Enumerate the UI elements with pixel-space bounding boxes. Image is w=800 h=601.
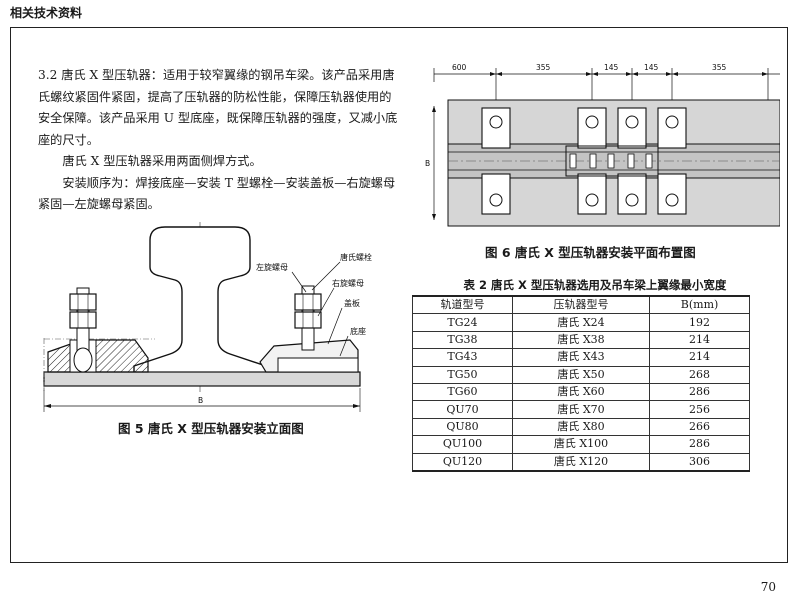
table-header-row: 轨道型号 压轨器型号 B(mm): [412, 295, 750, 315]
cell-clamp: 唐氏 X70: [511, 400, 651, 419]
cell-b: 214: [649, 330, 750, 350]
cell-rail: QU100: [412, 435, 513, 454]
cell-clamp: 唐氏 X24: [511, 313, 651, 332]
cell-rail: TG60: [412, 382, 513, 402]
body-text: 3.2 唐氏 X 型压轨器：适用于较窄翼缘的钢吊车梁。该产品采用唐氏螺纹紧固件紧…: [38, 65, 403, 216]
fig6-dim-2: 355: [536, 63, 551, 72]
table-caption: 表 2 唐氏 X 型压轨器选用及吊车梁上翼缘最小宽度: [463, 278, 727, 292]
fig6-dim-1: 600: [452, 63, 467, 72]
fig5-caption: 图 5 唐氏 X 型压轨器安装立面图: [118, 421, 304, 436]
cell-clamp: 唐氏 X43: [511, 348, 651, 367]
cell-b: 192: [649, 313, 750, 332]
page-frame: [10, 27, 788, 563]
cell-b: 306: [649, 452, 750, 472]
table-header-b: B(mm): [649, 295, 750, 315]
table-header-rail: 轨道型号: [412, 295, 513, 315]
page-header: 相关技术资料: [10, 6, 83, 20]
cell-b: 214: [649, 348, 750, 367]
label-base: 底座: [350, 326, 366, 336]
paragraph-install-order: 安装顺序为：焊接底座—安装 T 型螺栓—安装盖板—右旋螺母紧固—左旋螺母紧固。: [38, 175, 396, 212]
cell-b: 286: [649, 435, 750, 454]
cell-clamp: 唐氏 X100: [511, 435, 651, 454]
cell-clamp: 唐氏 X80: [511, 417, 651, 437]
fig5-elevation-drawing: 左旋螺母 唐氏螺栓 右旋螺母 盖板 底座 B: [43, 222, 372, 412]
cell-rail: QU80: [412, 417, 513, 437]
label-right-nut: 右旋螺母: [332, 278, 364, 288]
cell-rail: QU70: [412, 400, 513, 419]
paragraph-description: 3.2 唐氏 X 型压轨器：适用于较窄翼缘的钢吊车梁。该产品采用唐氏螺纹紧固件紧…: [38, 68, 398, 147]
table-header-clamp: 压轨器型号: [511, 295, 651, 315]
label-bolt: 唐氏螺栓: [340, 252, 372, 262]
fig6-dim-3: 145: [604, 63, 619, 72]
fig6-dim-b: B: [425, 159, 430, 168]
cell-rail: TG24: [412, 313, 513, 332]
cell-clamp: 唐氏 X38: [511, 330, 651, 350]
cell-rail: TG43: [412, 348, 513, 367]
cell-b: 286: [649, 382, 750, 402]
cell-rail: TG50: [412, 365, 513, 384]
paragraph-welding: 唐氏 X 型压轨器采用两面侧焊方式。: [62, 154, 262, 168]
cell-rail: QU120: [412, 452, 513, 472]
cell-clamp: 唐氏 X50: [511, 365, 651, 384]
cell-b: 268: [649, 365, 750, 384]
fig6-dim-4: 145: [644, 63, 659, 72]
fig6-plan-drawing: 600 355 145 145 355 B: [425, 63, 780, 227]
label-cover: 盖板: [344, 298, 360, 308]
page-number: 70: [760, 580, 776, 594]
cell-rail: TG38: [412, 330, 513, 350]
fig6-caption: 图 6 唐氏 X 型压轨器安装平面布置图: [485, 245, 696, 260]
label-left-nut: 左旋螺母: [256, 262, 288, 272]
cell-clamp: 唐氏 X120: [511, 452, 651, 472]
cell-b: 256: [649, 400, 750, 419]
fig5-dim-b: B: [198, 396, 203, 405]
fig6-dim-5: 355: [712, 63, 727, 72]
cell-clamp: 唐氏 X60: [511, 382, 651, 402]
cell-b: 266: [649, 417, 750, 437]
